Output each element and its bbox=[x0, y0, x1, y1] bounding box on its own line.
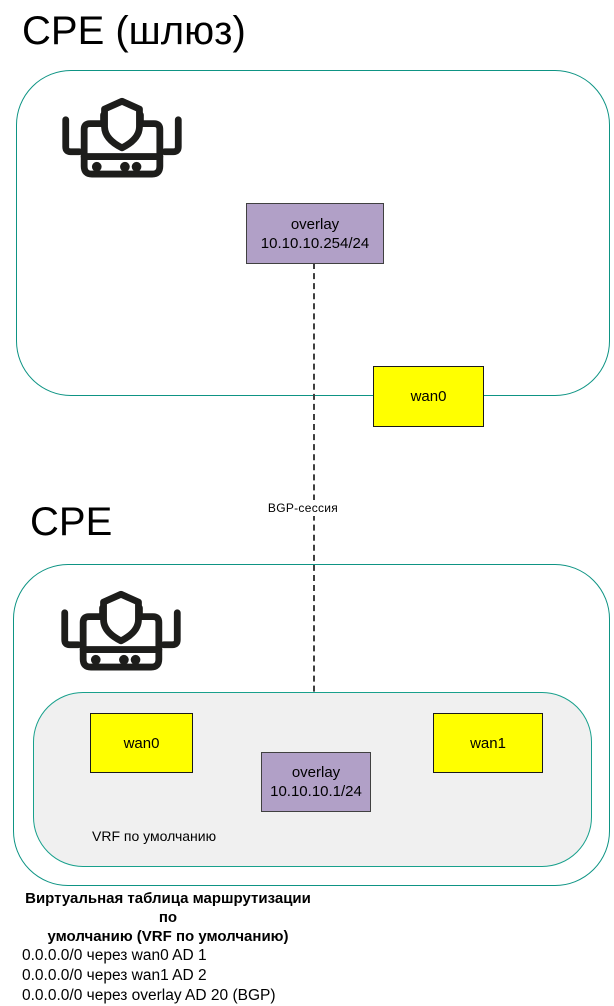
router-shield-icon bbox=[62, 97, 182, 178]
router-body bbox=[80, 111, 164, 178]
route-entry: 0.0.0.0/0 через wan1 AD 2 bbox=[22, 967, 207, 984]
routing-table-title-line2: умолчанию (VRF по умолчанию) bbox=[47, 928, 289, 945]
cpe-boundary bbox=[13, 564, 610, 886]
node-wan0-gateway: wan0 bbox=[373, 366, 484, 427]
node-overlay-cpe: overlay 10.10.10.1/24 bbox=[261, 752, 371, 812]
wan0-label: wan0 bbox=[410, 388, 447, 405]
led-dots bbox=[90, 654, 141, 665]
node-wan1-cpe: wan1 bbox=[433, 713, 543, 773]
overlay-address: 10.10.10.254/24 bbox=[260, 234, 370, 252]
wan1-label: wan1 bbox=[470, 734, 506, 752]
routing-table-title: Виртуальная таблица маршрутизации по умо… bbox=[22, 889, 314, 946]
antenna-left bbox=[62, 116, 83, 156]
shield-icon bbox=[100, 590, 142, 645]
overlay-name: overlay bbox=[290, 215, 340, 233]
shield-icon bbox=[101, 97, 143, 152]
overlay-name: overlay bbox=[291, 764, 341, 781]
antenna-right bbox=[161, 116, 182, 156]
wan0-label: wan0 bbox=[123, 734, 160, 752]
route-entry: 0.0.0.0/0 через wan0 AD 1 bbox=[22, 947, 207, 964]
antenna-left bbox=[61, 609, 82, 649]
gateway-title: CPE (шлюз) bbox=[22, 9, 246, 53]
router-body bbox=[79, 604, 163, 671]
bgp-session-label: BGP-сессия bbox=[264, 500, 342, 516]
antenna-right bbox=[160, 609, 181, 649]
overlay-address: 10.10.10.1/24 bbox=[270, 783, 362, 800]
led-dots bbox=[91, 161, 142, 172]
routing-table: Виртуальная таблица маршрутизации по умо… bbox=[22, 889, 322, 1006]
cpe-title: CPE bbox=[30, 500, 113, 544]
route-entry: 0.0.0.0/0 через overlay AD 20 (BGP) bbox=[22, 987, 276, 1004]
vrf-label: VRF по умолчанию bbox=[92, 828, 217, 844]
routing-table-title-line1: Виртуальная таблица маршрутизации по bbox=[25, 890, 311, 926]
node-overlay-gateway: overlay 10.10.10.254/24 bbox=[246, 203, 384, 264]
node-wan0-cpe: wan0 bbox=[90, 713, 193, 773]
router-shield-icon bbox=[61, 590, 181, 671]
